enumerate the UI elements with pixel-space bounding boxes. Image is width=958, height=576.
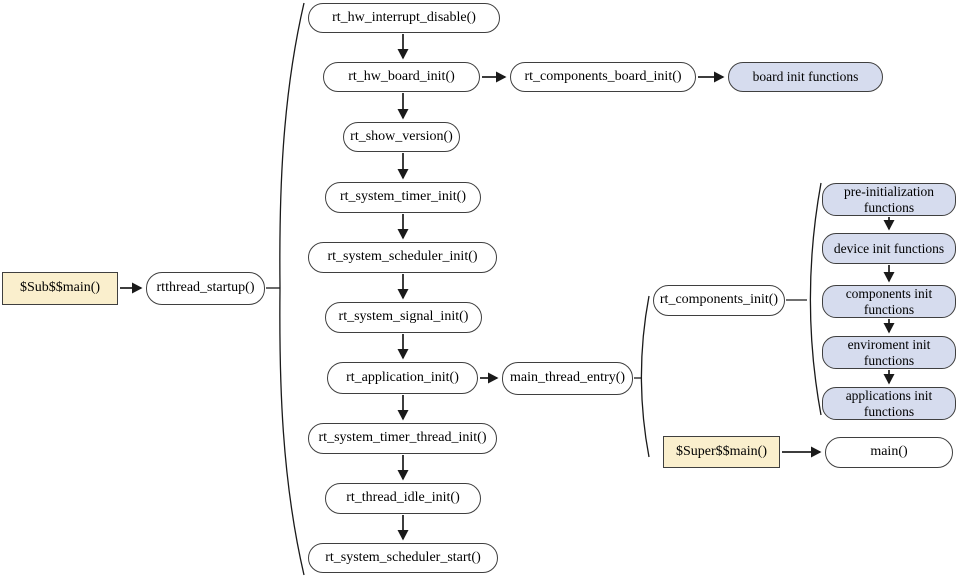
node-components-init-functions: components init functions <box>822 285 956 318</box>
node-rt-thread-idle-init: rt_thread_idle_init() <box>325 483 481 514</box>
node-rt-system-timer-thread-init: rt_system_timer_thread_init() <box>308 423 497 454</box>
node-rt-show-version: rt_show_version() <box>343 122 460 152</box>
node-main-thread-entry: main_thread_entry() <box>502 362 633 395</box>
node-rt-components-board-init: rt_components_board_init() <box>510 62 696 92</box>
node-rt-system-scheduler-start: rt_system_scheduler_start() <box>308 543 498 573</box>
node-pre-initialization-functions: pre-initialization functions <box>822 183 956 216</box>
node-rt-components-init: rt_components_init() <box>653 285 785 316</box>
node-rt-hw-interrupt-disable: rt_hw_interrupt_disable() <box>308 3 500 33</box>
node-main: main() <box>825 437 953 468</box>
node-rt-hw-board-init: rt_hw_board_init() <box>323 62 480 92</box>
node-rt-system-scheduler-init: rt_system_scheduler_init() <box>308 242 497 273</box>
node-rt-application-init: rt_application_init() <box>327 362 478 394</box>
node-super-main: $Super$$main() <box>663 436 780 468</box>
arrows <box>120 34 895 541</box>
node-sub-main: $Sub$$main() <box>2 272 118 305</box>
node-rt-system-signal-init: rt_system_signal_init() <box>325 302 482 333</box>
node-board-init-functions: board init functions <box>728 62 883 92</box>
components-init-brace <box>809 182 822 416</box>
node-rt-system-timer-init: rt_system_timer_init() <box>325 182 481 213</box>
braces <box>266 2 822 576</box>
node-applications-init-functions: applications init functions <box>822 387 956 420</box>
node-rtthread-startup: rtthread_startup() <box>146 272 265 305</box>
node-enviroment-init-functions: enviroment init functions <box>822 336 956 369</box>
thread-entry-brace <box>640 295 650 458</box>
node-device-init-functions: device init functions <box>822 233 956 264</box>
startup-sequence-brace <box>279 2 305 576</box>
